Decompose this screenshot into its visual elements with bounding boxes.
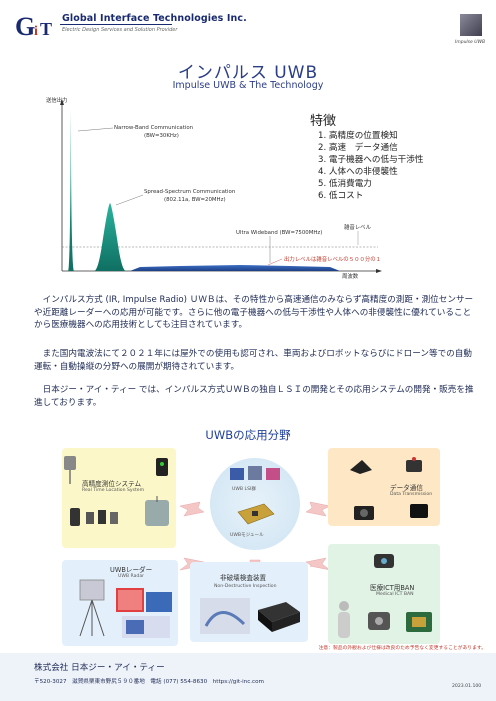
- card-medical-ict-ban: 医療ICT用BAN Medical ICT BAN: [328, 544, 440, 644]
- card-non-destructive-inspection: 非破壊検査装置 Non-Destructive Inspection: [190, 562, 308, 642]
- rtls-tag-icon: [156, 458, 168, 476]
- svg-text:G: G: [15, 12, 35, 40]
- uwb-lsi-chips: [230, 466, 280, 480]
- features-list: 1. 高精度の位置検知 2. 高速 データ通信 3. 電子機器への低与干渉性 4…: [318, 130, 423, 202]
- uwb-label: Ultra Wideband (BW=7500MHz): [236, 230, 322, 236]
- card-rtls: 高精度測位システム Real Time Location System: [62, 448, 176, 548]
- company-name-en: Global Interface Technologies Inc.: [62, 13, 247, 24]
- uwb-band: [130, 265, 340, 271]
- card-uwb-radar: UWBレーダー UWB Radar: [62, 560, 178, 646]
- spread-spectrum-label-2: (802.11a, BW=20MHz): [164, 197, 226, 203]
- output-level-note: 出力レベルは雑音レベルの５００分の１: [284, 255, 381, 263]
- data-device-b-icon: [406, 457, 422, 472]
- ndi-title: 非破壊検査装置: [220, 574, 267, 582]
- ndi-scan-icon: [200, 598, 250, 634]
- data-subtitle: Data Transmission: [390, 492, 433, 497]
- arrow-to-data: [305, 501, 331, 517]
- ban-mannequin-icon: [338, 601, 350, 638]
- y-axis-arrow: [60, 99, 64, 105]
- rtls-title: 高精度測位システム: [82, 480, 142, 488]
- git-logo: G i T: [14, 10, 58, 40]
- uwb-module-board: [237, 503, 275, 525]
- rtls-subtitle: Real Time Location System: [82, 488, 145, 493]
- feature-item: 4. 人体への非侵襲性: [318, 167, 398, 177]
- company-tagline: Electric Design Services and Solution Pr…: [62, 27, 178, 33]
- spread-spectrum-leader: [115, 194, 144, 206]
- company-paragraph: 日本ジー・アイ・ティー では、インパルス方式ＵＷＢの独自ＬＳＩの開発とその応用シ…: [34, 385, 474, 408]
- radar-screen-icon: [116, 588, 172, 638]
- rtls-devices-icon: [70, 508, 118, 526]
- ban-title: 医療ICT用BAN: [370, 584, 415, 592]
- radar-tripod-icon: [79, 579, 105, 637]
- footer-date-code: 2023.01.100: [452, 684, 482, 689]
- arrow-to-rtls: [179, 501, 205, 517]
- ndi-subtitle: Non-Destructive Inspection: [214, 584, 277, 589]
- footer: [0, 653, 496, 701]
- x-axis-arrow: [376, 269, 382, 273]
- regulation-paragraph: また国内電波法にて２０２１年には屋外での使用も認可され、車両およびロボットならび…: [34, 349, 472, 372]
- radar-subtitle: UWB Radar: [118, 574, 145, 579]
- arrow-to-ban: [305, 557, 331, 571]
- rtls-anchor-icon: [64, 456, 76, 484]
- data-camera-icon: [354, 506, 374, 520]
- feature-item: 2. 高速 データ通信: [318, 143, 398, 153]
- ndi-device-icon: [258, 602, 300, 632]
- features-title: 特徴: [310, 114, 337, 129]
- svg-text:T: T: [40, 19, 52, 39]
- narrow-band-label-1: Narrow-Band Communication: [114, 125, 193, 131]
- data-box-icon: [410, 504, 428, 518]
- radar-title: UWBレーダー: [110, 566, 153, 574]
- spectrum-chart: 送信出力 周波数 雑音レベル Narrow-Band Communication…: [46, 96, 382, 280]
- output-note-leader: [267, 258, 283, 266]
- spread-spectrum-peak: [94, 203, 126, 271]
- page-subtitle: Impulse UWB & The Technology: [172, 80, 324, 91]
- rtls-unit-icon: [145, 496, 169, 526]
- uwb-lsi-label: UWB LSI群: [232, 487, 256, 492]
- feature-item: 1. 高精度の位置検知: [318, 131, 398, 141]
- x-axis-label: 周波数: [342, 272, 359, 280]
- uwb-core-circle: UWB LSI群 UWBモジュール: [210, 458, 300, 550]
- page-header: G i T Global Interface Technologies Inc.…: [0, 0, 496, 46]
- disclaimer-note: 注意：製品の外観および仕様は改良のため予告なく変更することがあります。: [318, 646, 486, 651]
- applications-heading: UWBの応用分野: [205, 428, 291, 442]
- header-rule: [60, 24, 172, 25]
- narrow-band-leader: [77, 127, 114, 132]
- ban-patch-icon: [368, 612, 390, 630]
- footer-company-name: 株式会社 日本ジー・アイ・ティー: [34, 663, 165, 673]
- feature-item: 3. 電子機器への低与干渉性: [318, 155, 424, 165]
- uwb-module-label: UWBモジュール: [230, 533, 264, 538]
- data-title: データ通信: [390, 484, 423, 492]
- feature-item: 6. 低コスト: [318, 191, 364, 201]
- corner-thumbnail: [460, 14, 482, 36]
- noise-level-label: 雑音レベル: [344, 223, 372, 231]
- ban-subtitle: Medical ICT BAN: [376, 592, 414, 597]
- ban-module-icon: [406, 612, 432, 632]
- y-axis-label: 送信出力: [46, 96, 68, 104]
- narrow-band-label-2: (BW=30KHz): [144, 133, 179, 139]
- footer-address: 〒520-3027 滋賀県栗東市野尻５９０番地 電話 (077) 554-863…: [34, 679, 265, 685]
- spread-spectrum-label-1: Spread-Spectrum Communication: [144, 189, 235, 195]
- card-data-transmission: データ通信 Data Transmission: [328, 448, 440, 526]
- ban-sensor-icon: [374, 554, 394, 568]
- feature-item: 5. 低消費電力: [318, 179, 372, 189]
- intro-paragraph: インパルス方式 (IR, Impulse Radio) ＵＷＢは、その特性から高…: [34, 295, 474, 331]
- data-device-a-icon: [350, 460, 372, 474]
- svg-text:i: i: [34, 24, 38, 39]
- narrow-band-peak: [66, 109, 74, 271]
- corner-label: Impulse UWB: [455, 40, 486, 45]
- page-title: インパルス UWB: [177, 63, 319, 83]
